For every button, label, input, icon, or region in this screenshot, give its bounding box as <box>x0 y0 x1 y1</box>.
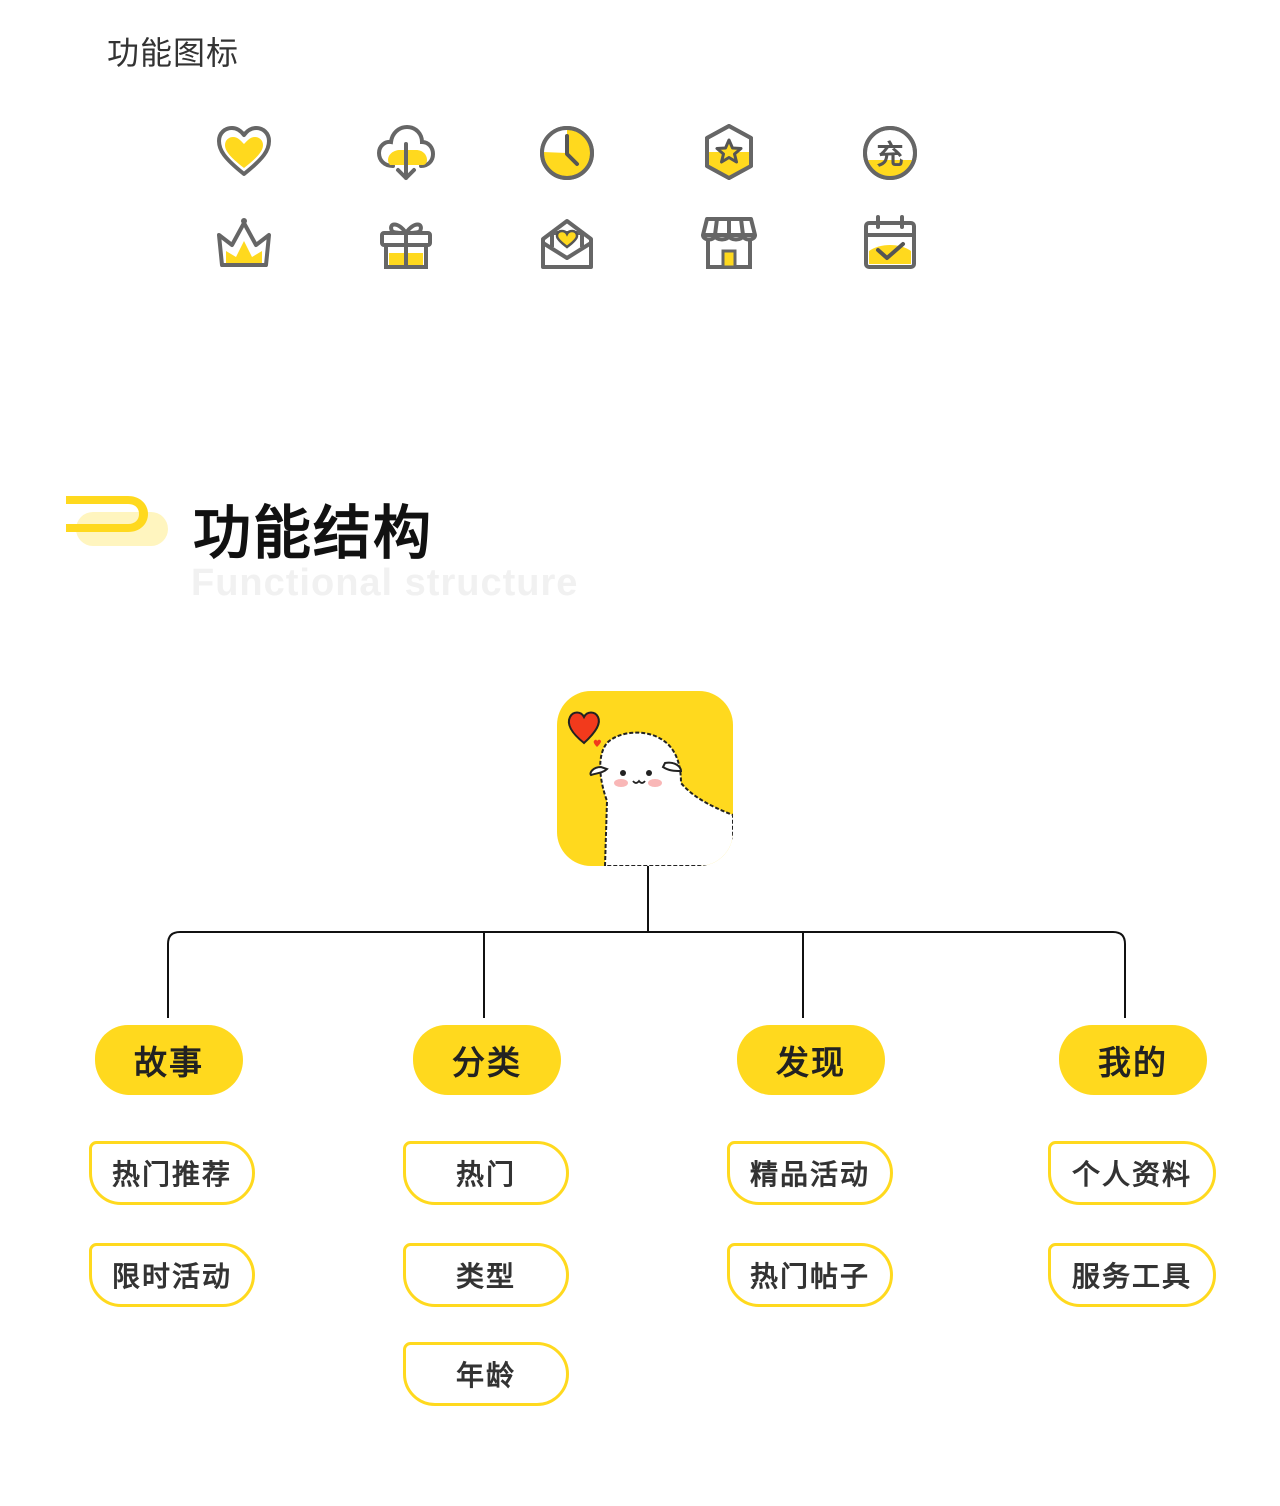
page-title: 功能结构 <box>193 499 434 567</box>
category-discover[interactable]: 发现 <box>737 1025 885 1095</box>
sub-item-label: 热门帖子 <box>749 1260 870 1293</box>
clock-icon <box>537 122 597 182</box>
sub-item-label: 类型 <box>455 1260 516 1293</box>
category-classify[interactable]: 分类 <box>413 1025 561 1095</box>
gift-icon <box>376 213 436 273</box>
sub-item-hot-recommend[interactable]: 热门推荐 <box>89 1141 255 1205</box>
sub-item-label: 限时活动 <box>111 1260 232 1293</box>
sub-item-label: 热门推荐 <box>111 1158 232 1191</box>
star-badge-icon <box>699 122 759 182</box>
sub-item-label: 热门 <box>455 1158 516 1191</box>
category-label: 发现 <box>776 1043 846 1082</box>
sub-item-hot[interactable]: 热门 <box>403 1141 569 1205</box>
category-label: 我的 <box>1098 1043 1168 1082</box>
sub-item-type[interactable]: 类型 <box>403 1243 569 1307</box>
sub-item-limited-event[interactable]: 限时活动 <box>89 1243 255 1307</box>
sub-item-label: 精品活动 <box>749 1158 870 1191</box>
icons-section-title: 功能图标 <box>107 34 240 72</box>
category-mine[interactable]: 我的 <box>1059 1025 1207 1095</box>
sub-item-service-tools[interactable]: 服务工具 <box>1048 1243 1216 1307</box>
heart-icon <box>214 122 274 182</box>
sub-item-label: 服务工具 <box>1071 1260 1192 1293</box>
app-logo-alpaca <box>557 691 733 866</box>
category-story[interactable]: 故事 <box>95 1025 243 1095</box>
category-label: 分类 <box>452 1043 522 1082</box>
recharge-glyph: 充 <box>877 139 904 171</box>
calendar-check-icon <box>860 213 920 273</box>
sub-item-age[interactable]: 年龄 <box>403 1342 569 1406</box>
heart-mail-icon <box>537 213 597 273</box>
crown-icon <box>214 213 274 273</box>
sub-item-hot-posts[interactable]: 热门帖子 <box>727 1243 893 1307</box>
store-icon <box>699 213 759 273</box>
page-subtitle: Functional structure <box>191 562 579 604</box>
sub-item-profile[interactable]: 个人资料 <box>1048 1141 1216 1205</box>
section-marker-icon <box>66 490 176 550</box>
sub-item-label: 个人资料 <box>1071 1158 1192 1191</box>
sub-item-featured-event[interactable]: 精品活动 <box>727 1141 893 1205</box>
recharge-icon: 充 <box>860 122 920 182</box>
sub-item-label: 年龄 <box>455 1359 516 1392</box>
cloud-download-icon <box>376 122 436 182</box>
category-label: 故事 <box>134 1043 204 1082</box>
